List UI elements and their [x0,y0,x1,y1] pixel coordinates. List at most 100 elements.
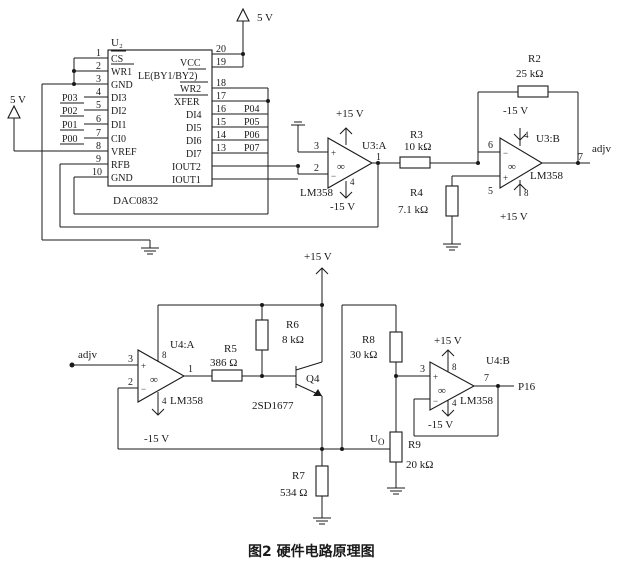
r7-ref: R7 [292,470,305,482]
dac-left-pins [84,57,108,178]
dac-pin1: 1 [96,48,101,59]
port-p04: P04 [244,104,260,115]
u3a-part: LM358 [300,187,334,199]
dac-ports-left: P03 P02 P01 P00 [60,93,84,145]
u3a-neg15: -15 V [330,201,355,213]
u4b-pin4: 4 [452,398,457,408]
port-p02: P02 [62,106,78,117]
dac-name-iout2: IOUT2 [172,162,201,173]
u3b-pin7: 7 [578,152,583,163]
u4b-pos15: +15 V [434,335,462,347]
dac-name-di5: DI5 [186,123,202,134]
figure-caption: 图2 硬件电路原理图 [248,543,375,560]
u3b-inf: ∞ [508,161,516,173]
dac-pin5: 5 [96,100,101,111]
svg-text:−: − [141,384,146,394]
r2-value: 25 kΩ [516,68,543,80]
q4-ref: Q4 [306,373,320,385]
r8-value: 30 kΩ [350,349,377,361]
dac-pin2: 2 [96,61,101,72]
q4-part: 2SD1677 [252,400,294,412]
supply-5v-left-label: 5 V [10,94,26,106]
resistor-r4: R4 7.1 kΩ [398,175,490,251]
supply-15v-bottom: +15 V [304,251,332,362]
dac-name-vref: VREF [111,147,137,158]
u4a-neg15: -15 V [144,433,169,445]
supply-5v-top-label: 5 V [257,12,273,24]
dac-name-iout1: IOUT1 [172,175,201,186]
dac-name-gnd2: GND [111,173,133,184]
dac-pin4: 4 [96,87,101,98]
dac-name-le: LE(BY1/BY2) [138,71,197,82]
net-adjv-in: adjv [78,349,97,361]
opamp-u3a: + − 3 2 ∞ +15 V -15 V 4 U3:A LM358 1 [291,108,400,227]
dac-pin7: 7 [96,128,101,139]
dac-name-di4: DI4 [186,110,202,121]
dac-pin13: 13 [216,143,226,154]
u4a-pin3: 3 [128,354,133,365]
resistor-r3: R3 10 kΩ [399,129,478,169]
transistor-q4: Q4 2SD1677 [252,361,323,466]
svg-text:+: + [141,361,146,371]
dac-pin14: 14 [216,130,226,141]
resistor-r7: UO R7 534 Ω [280,433,396,525]
dac-right-pins [212,53,298,180]
svg-text:−: − [503,148,508,158]
port-p05: P05 [244,117,260,128]
r2-ref: R2 [528,53,541,65]
port-p06: P06 [244,130,260,141]
svg-text:+: + [503,173,508,183]
u3b-pos15: +15 V [500,211,528,223]
dac-name-di7: DI7 [186,149,202,160]
u4b-pin8: 8 [452,362,457,372]
resistor-r6: R6 8 kΩ [255,303,304,376]
port-p03: P03 [62,93,78,104]
dac-pin6: 6 [96,114,101,125]
r6-ref: R6 [286,319,299,331]
u4a-inf: ∞ [150,374,158,386]
resistor-r2: R2 25 kΩ [478,53,578,98]
r5-value: 386 Ω [210,357,237,369]
dac-left-wiring: 5 V [7,57,378,255]
dac-pin9: 9 [96,154,101,165]
dac-part: DAC0832 [113,195,158,207]
port-p01: P01 [62,120,78,131]
dac-name-di3: DI3 [111,93,127,104]
dac0832: U₂ DAC0832 1 2 3 4 5 6 7 8 9 10 CS WR1 [84,37,298,207]
dac-name-wr2: WR2 [180,84,201,95]
net-p16: P16 [518,381,536,393]
u3a-pos15: +15 V [336,108,364,120]
dac-ports-right: P04 P05 P06 P07 [244,104,260,154]
dac-pin8: 8 [96,141,101,152]
u3b-neg15: -15 V [503,105,528,117]
dac-pin17: 17 [216,91,226,102]
u3b-label: U3:B [536,133,560,145]
u3a-label: U3:A [362,140,387,152]
opamp-u4b: + − 3 ∞ 8 +15 V 4 -15 V U4:B LM358 7 P16 [396,335,536,437]
r4-ref: R4 [410,187,423,199]
u3b-pin5: 5 [488,186,493,197]
u4b-label: U4:B [486,355,510,367]
net-adjv-out: adjv [592,143,611,155]
u3a-pin4: 4 [350,177,355,187]
dac-name-cs: CS [111,54,123,65]
u3a-pin2: 2 [314,163,319,174]
dac-name-di2: DI2 [111,106,127,117]
u3a-inf: ∞ [337,161,345,173]
dac-pin3: 3 [96,74,101,85]
r3-value: 10 kΩ [404,141,431,153]
dac-name-di6: DI6 [186,136,202,147]
dac-name-wr1: WR1 [111,67,132,78]
r8-ref: R8 [362,334,375,346]
port-p07: P07 [244,143,260,154]
dac-name-xfer: XFER [174,97,200,108]
u4a-pin1: 1 [188,364,193,375]
r7-value: 534 Ω [280,487,307,499]
u4b-pin3: 3 [420,364,425,375]
opamp-u3b: − + 6 5 ∞ 4 -15 V 8 +15 V U3:B LM358 7 a… [476,92,611,223]
dac-name-ci0: CI0 [111,134,126,145]
u4a-label: U4:A [170,339,195,351]
u3a-pin3: 3 [314,141,319,152]
r9-ref: R9 [408,439,421,451]
